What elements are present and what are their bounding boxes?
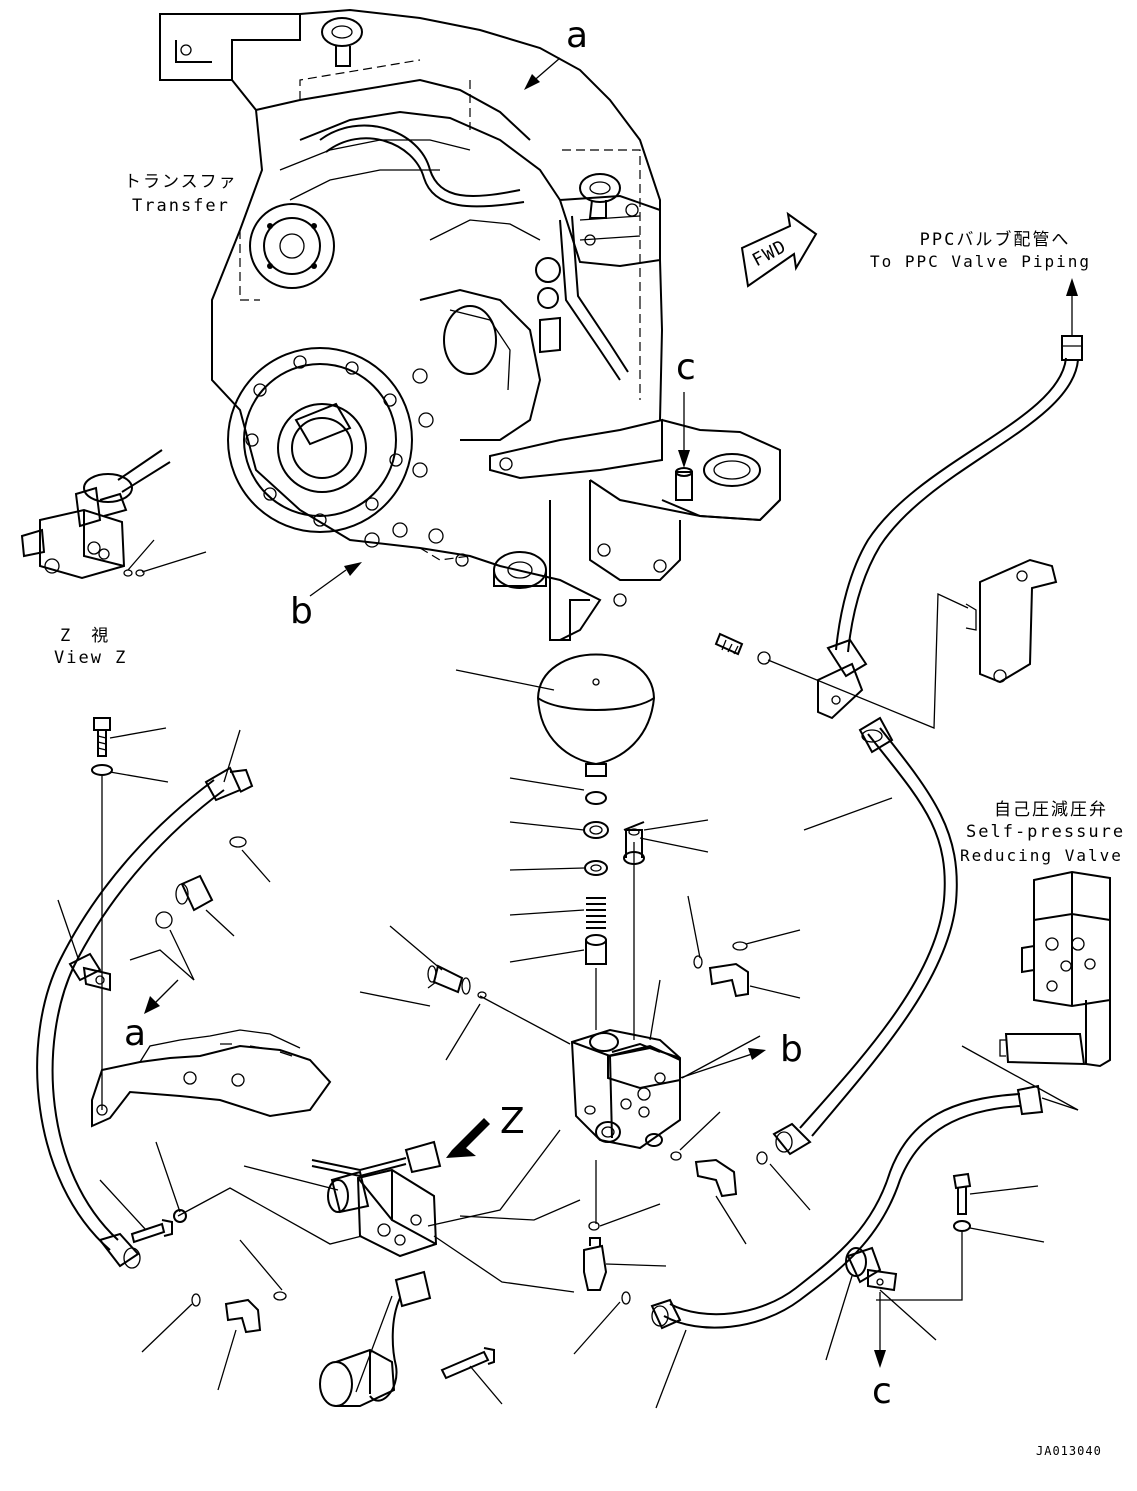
main-valve-block bbox=[479, 979, 681, 1150]
transfer-label-jp: トランスファ bbox=[124, 172, 238, 192]
callout-z: Z bbox=[500, 1101, 525, 1142]
left-hose-assembly bbox=[36, 717, 332, 1391]
callout-b-right: b bbox=[780, 1029, 803, 1070]
callout-c-bottom: c bbox=[872, 1371, 892, 1412]
reducing-valve-label-en: Reducing Valve bbox=[960, 846, 1123, 865]
fittings bbox=[359, 895, 811, 1355]
view-z-label-jp: Z 視 bbox=[60, 626, 111, 646]
callout-a-left: a bbox=[124, 1013, 147, 1054]
fwd-arrow-icon bbox=[740, 211, 818, 288]
transfer-case bbox=[159, 8, 781, 641]
transfer-label-en: Transfer bbox=[132, 196, 230, 216]
ppc-label-jp: PPCバルブ配管へ bbox=[919, 230, 1071, 250]
ppc-label-en: To PPC Valve Piping bbox=[870, 252, 1092, 271]
self-pressure-label-en: Self-pressure bbox=[966, 822, 1126, 842]
callout-arrows bbox=[144, 57, 766, 1158]
right-hose-assembly bbox=[650, 278, 1083, 1409]
solenoid-valve bbox=[177, 1129, 581, 1293]
callout-c-top: c bbox=[676, 347, 696, 388]
callout-b-mid: b bbox=[290, 591, 313, 632]
self-pressure-reducing-valve bbox=[961, 870, 1111, 1111]
accumulator bbox=[455, 653, 656, 777]
self-pressure-label-jp: 自己圧減圧弁 bbox=[994, 800, 1108, 820]
view-z-solenoid bbox=[20, 449, 207, 580]
view-z-label-en: View Z bbox=[54, 648, 128, 668]
pressure-switch bbox=[319, 1270, 503, 1407]
drawing-code: JA013040 bbox=[1036, 1444, 1102, 1458]
valve-stack-parts bbox=[509, 777, 709, 1040]
callout-a-top: a bbox=[566, 15, 589, 56]
